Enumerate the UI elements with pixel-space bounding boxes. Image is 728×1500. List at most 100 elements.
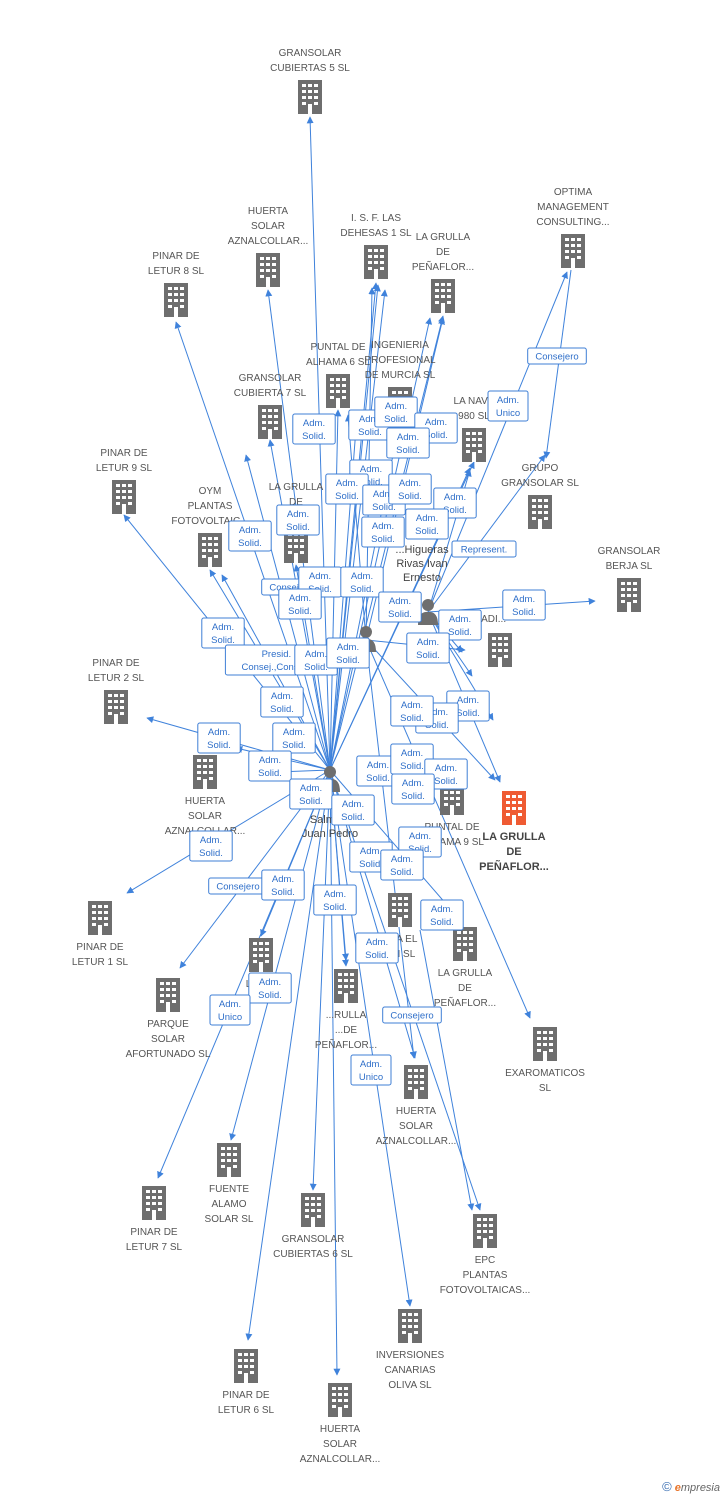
relation-badge[interactable]: Represent. <box>451 540 517 558</box>
company-node[interactable]: ...TA EL...N SL <box>383 893 418 960</box>
building-icon <box>142 1186 166 1220</box>
company-node[interactable]: HUERTASOLARAZNALCOLLAR... <box>300 1383 381 1465</box>
relation-badge-text: Adm. <box>425 417 447 428</box>
company-label: MANAGEMENT <box>537 202 609 213</box>
relation-badge[interactable]: Adm.Solid. <box>355 932 399 964</box>
relation-badge[interactable]: Consejero <box>208 877 268 895</box>
relation-badge[interactable]: Adm.Unico <box>350 1054 392 1086</box>
relation-badge-text: Adm. <box>342 799 364 810</box>
relation-badge[interactable]: Adm.Solid. <box>189 830 233 862</box>
company-label: HUERTA <box>248 206 289 217</box>
relation-badge[interactable]: Adm.Solid. <box>201 617 245 649</box>
relation-badge[interactable]: Adm.Solid. <box>197 722 241 754</box>
company-label: LETUR 2 SL <box>88 673 145 684</box>
relation-badge[interactable]: Adm.Solid. <box>356 755 400 787</box>
relation-badge-text: Adm. <box>389 596 411 607</box>
relation-badge[interactable]: Adm.Solid. <box>228 520 272 552</box>
relation-badge[interactable]: Adm.Solid. <box>313 884 357 916</box>
relation-badge[interactable]: Consejero <box>527 347 587 365</box>
relation-badge[interactable]: Adm.Solid. <box>380 849 424 881</box>
relation-badge[interactable]: Adm.Solid. <box>378 591 422 623</box>
relation-badge[interactable]: Adm.Solid. <box>340 566 384 598</box>
relation-badge-text: Solid. <box>359 477 383 488</box>
relation-badge[interactable]: Adm.Solid. <box>502 589 546 621</box>
relation-badge[interactable]: Adm.Solid. <box>248 750 292 782</box>
relation-badge-text: Adm. <box>300 783 322 794</box>
relation-badge[interactable]: Adm.Solid. <box>278 588 322 620</box>
company-node[interactable]: OYMPLANTASFOTOVOLTAIC... <box>171 486 249 567</box>
relation-badge[interactable]: Adm.Solid. <box>438 609 482 641</box>
company-label: CUBIERTA 7 SL <box>234 388 307 399</box>
relation-badge-text: Adm. <box>416 513 438 524</box>
company-node[interactable]: HUERTASOLARAZNALCOLLAR... <box>376 1065 457 1147</box>
relation-badge[interactable]: Adm.Solid. <box>289 778 333 810</box>
relation-badge-text: Adm. <box>212 622 234 633</box>
relation-badge-text: Solid. <box>448 627 472 638</box>
company-node[interactable]: RADI... <box>474 614 512 667</box>
company-label: SOLAR <box>151 1034 185 1045</box>
company-node[interactable]: HUERTASOLARAZNALCOLLAR... <box>165 755 246 837</box>
relation-badge[interactable]: Adm.Solid. <box>374 396 418 428</box>
relation-badge[interactable]: Adm.Solid. <box>406 632 450 664</box>
main-company-node[interactable]: LA GRULLADEPEÑAFLOR... <box>479 791 549 873</box>
brand-logo-text: mpresia <box>680 1482 720 1494</box>
company-node[interactable]: LA GRULLADEPEÑAFLOR... <box>412 232 474 313</box>
company-node[interactable]: ...RULLA...DEPEÑAFLOR... <box>315 969 377 1051</box>
relation-badge[interactable]: Adm.Solid. <box>361 516 405 548</box>
relation-badge-text: Adm. <box>360 464 382 475</box>
company-label: GRANSOLAR <box>282 1234 345 1245</box>
relation-badge[interactable]: Adm.Solid. <box>325 473 369 505</box>
company-node[interactable]: HUERTASOLARAZNALCOLLAR... <box>228 206 309 287</box>
relation-badge[interactable]: Consejero <box>382 1006 442 1024</box>
relation-badge[interactable]: Adm.Solid. <box>331 794 375 826</box>
company-label: GRUPO <box>522 463 559 474</box>
relation-badge-text: Adm. <box>399 478 421 489</box>
relation-badge[interactable]: Adm.Solid. <box>272 722 316 754</box>
relation-badge[interactable]: Adm.Solid. <box>420 899 464 931</box>
relation-badge[interactable]: Adm.Solid. <box>390 695 434 727</box>
company-node[interactable]: OPTIMAMANAGEMENTCONSULTING... <box>536 187 610 268</box>
relation-badge[interactable]: Adm.Solid. <box>248 972 292 1004</box>
relation-badge[interactable]: Adm.Solid. <box>276 504 320 536</box>
relation-badge[interactable]: Adm.Solid. <box>388 473 432 505</box>
building-icon <box>453 927 477 961</box>
relation-badge[interactable]: Adm.Solid. <box>405 508 449 540</box>
relation-badge[interactable]: Adm.Solid. <box>261 869 305 901</box>
company-node[interactable]: EPCPLANTASFOTOVOLTAICAS... <box>440 1214 531 1296</box>
relation-badge-frame <box>361 516 405 548</box>
relation-edge <box>245 769 331 1341</box>
building-icon <box>328 1383 352 1417</box>
relation-badge[interactable]: Adm.Unico <box>209 994 251 1026</box>
relation-badge-text: Solid. <box>390 867 414 878</box>
company-label: GRANSOLAR <box>279 48 342 59</box>
relation-badge[interactable]: Adm.Solid. <box>260 686 304 718</box>
relation-badge[interactable]: Adm.Solid. <box>292 413 336 445</box>
relation-badge[interactable]: Adm.Solid. <box>386 427 430 459</box>
company-node[interactable]: LA GRULLADEPEÑAFLOR... <box>434 927 496 1009</box>
relation-badge[interactable]: Adm.Solid. <box>326 637 370 669</box>
relation-badge[interactable]: Adm.Solid. <box>391 773 435 805</box>
person-label: Juan Pedro <box>302 828 358 840</box>
relation-badge[interactable]: Adm.Unico <box>487 390 529 422</box>
